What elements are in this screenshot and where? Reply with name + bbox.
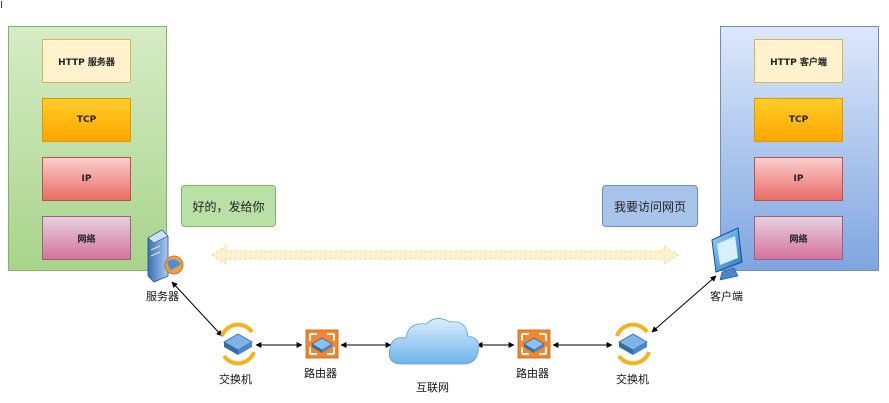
client-message-bubble: 我要访问网页 xyxy=(602,185,698,227)
router-left-icon xyxy=(305,329,339,359)
server-layer-network: 网络 xyxy=(42,216,131,260)
server-protocol-stack: HTTP 服务器 TCP IP 网络 xyxy=(8,26,167,271)
internet-label: 互联网 xyxy=(416,381,449,394)
client-label: 客户端 xyxy=(710,290,743,303)
client-layer-tcp: TCP xyxy=(754,98,843,142)
link-switch-client xyxy=(651,275,717,333)
client-layer-http: HTTP 客户端 xyxy=(754,39,843,83)
router-left-label: 路由器 xyxy=(304,367,337,380)
client-layer-network: 网络 xyxy=(754,216,843,260)
server-layer-http: HTTP 服务器 xyxy=(42,39,131,83)
switch-left-label: 交换机 xyxy=(219,373,252,386)
client-computer-icon xyxy=(711,227,743,281)
client-protocol-stack: HTTP 客户端 TCP IP 网络 xyxy=(720,26,879,271)
router-right-label: 路由器 xyxy=(516,367,549,380)
server-layer-tcp: TCP xyxy=(42,98,131,142)
text-cursor: I xyxy=(0,0,3,11)
switch-left-icon xyxy=(220,322,256,366)
switch-right-label: 交换机 xyxy=(616,373,649,386)
link-server-switch xyxy=(171,281,223,337)
client-layer-ip: IP xyxy=(754,157,843,201)
router-right-icon xyxy=(517,329,551,359)
server-label: 服务器 xyxy=(146,290,179,303)
internet-cloud-icon xyxy=(388,318,480,365)
switch-right-icon xyxy=(615,322,651,366)
data-transfer-arrow xyxy=(211,245,679,265)
server-layer-ip: IP xyxy=(42,157,131,201)
server-message-bubble: 好的，发给你 xyxy=(181,185,276,227)
server-icon xyxy=(147,229,184,283)
